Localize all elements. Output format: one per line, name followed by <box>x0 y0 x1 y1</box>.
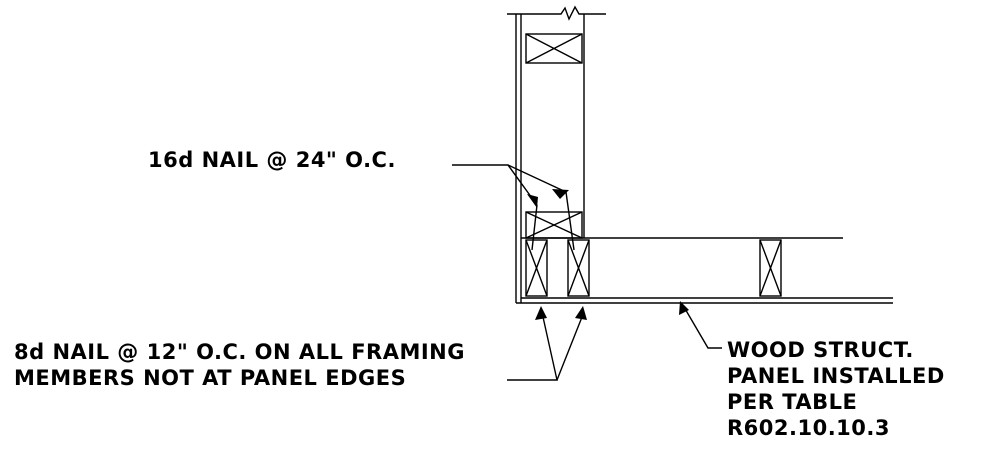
stud-2-cross-b <box>567 239 590 297</box>
horizontal-wall-stud-3 <box>759 239 782 297</box>
leader-16d-branch <box>507 164 567 193</box>
vertical-wall <box>507 5 606 303</box>
arrowhead-16d-left <box>527 194 538 208</box>
note-panel-line-2: PANEL INSTALLED <box>727 364 945 388</box>
note-wood-structural-panel: WOOD STRUCT. PANEL INSTALLED PER TABLE R… <box>727 337 945 441</box>
break-line <box>507 5 606 21</box>
note-panel-line-1: WOOD STRUCT. <box>727 338 914 362</box>
arrowhead-8d-left <box>535 306 547 320</box>
note-8d-line-2: MEMBERS NOT AT PANEL EDGES <box>14 366 407 390</box>
horizontal-wall <box>516 237 893 304</box>
upper-stud-cross-2 <box>525 33 583 64</box>
upper-wall-stud <box>525 33 583 64</box>
note-8d-line-1: 8d NAIL @ 12" O.C. ON ALL FRAMING <box>14 340 465 364</box>
note-panel-line-4: R602.10.10.3 <box>727 416 890 440</box>
leader-16d-nail <box>452 164 575 251</box>
leader-8d-branch <box>556 316 583 381</box>
note-panel-line-3: PER TABLE <box>727 390 858 414</box>
arrowhead-8d-right <box>575 306 587 320</box>
nail-16d-shank-left <box>531 204 538 251</box>
corner-stud-cross-2 <box>525 211 583 239</box>
horizontal-wall-stud-1 <box>525 239 548 297</box>
stud-1-cross-b <box>525 239 548 297</box>
leader-8d-line <box>507 316 558 381</box>
leader-8d-nail <box>507 316 583 381</box>
nail-16d-shank-right <box>565 191 575 251</box>
leader-16d-line <box>452 164 538 206</box>
note-8d-nail: 8d NAIL @ 12" O.C. ON ALL FRAMING MEMBER… <box>14 339 465 391</box>
stud-3-cross-b <box>759 239 782 297</box>
leader-panel <box>683 306 722 349</box>
horizontal-wall-stud-2 <box>567 239 590 297</box>
note-16d-nail: 16d NAIL @ 24" O.C. <box>148 148 396 172</box>
arrowhead-panel <box>679 301 689 315</box>
arrowhead-16d-right <box>552 189 569 199</box>
